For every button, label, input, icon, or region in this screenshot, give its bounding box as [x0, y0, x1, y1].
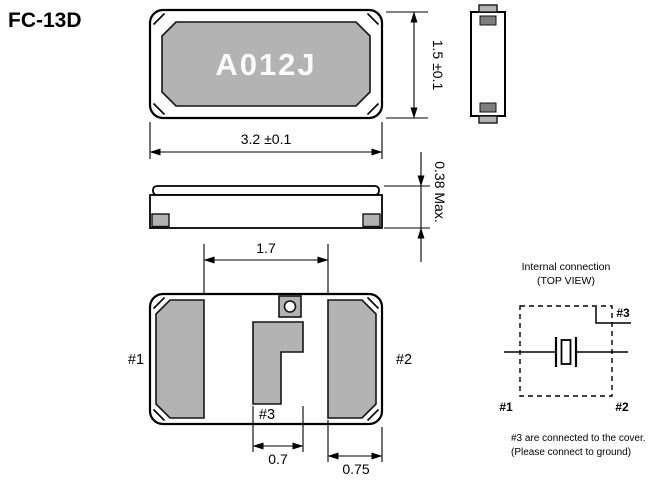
end-view-bottom-terminal	[479, 102, 497, 113]
thickness-dimension: 0.38 Max.	[384, 152, 448, 262]
pin-2-label: #2	[615, 400, 629, 414]
width-dimension-text: 3.2 ±0.1	[241, 131, 292, 147]
end-view-top-terminal	[479, 15, 497, 26]
top-view-corner-seams	[152, 12, 380, 116]
thickness-dimension-text: 0.38 Max.	[432, 161, 448, 222]
end-view-top-tab	[478, 4, 498, 13]
end-pad-width-dimension: 0.75	[327, 420, 383, 477]
corner-seam	[366, 12, 380, 26]
bottom-view: #1 #2 #3	[128, 292, 412, 426]
cover-ground-lead	[595, 307, 631, 324]
height-dimension: 1.5 ±0.1	[386, 11, 446, 119]
pad3-width-dimension: 0.7	[252, 406, 304, 467]
side-view	[149, 185, 383, 229]
pad-2-label: #2	[396, 352, 412, 368]
pad-gap-dimension: 1.7	[203, 240, 329, 294]
mount-circle	[283, 300, 297, 313]
pin-1-label: #1	[499, 400, 513, 414]
pad3-width-dimension-text: 0.7	[268, 451, 288, 467]
product-marking: A012J	[215, 47, 316, 82]
side-view-lid	[152, 185, 380, 196]
pad-3	[252, 321, 304, 405]
crystal-element	[560, 339, 572, 365]
end-view	[470, 4, 506, 124]
end-view-bottom-tab	[478, 115, 498, 124]
top-view: A012J	[148, 8, 384, 120]
bottom-view-corner-seams	[152, 296, 380, 422]
side-view-body	[149, 194, 383, 229]
internal-connection: Internal connection (TOP VIEW) #1 #2 #3	[499, 261, 631, 414]
cover-note-line2: (Please connect to ground)	[511, 447, 631, 458]
metal-lid	[161, 21, 371, 107]
corner-seam	[152, 102, 166, 116]
pad-1	[155, 299, 205, 419]
cover-outline	[519, 305, 613, 397]
internal-connection-subtitle: (TOP VIEW)	[537, 275, 595, 287]
corner-seam	[152, 296, 166, 310]
width-dimension: 3.2 ±0.1	[149, 122, 383, 159]
pin-3-label: #3	[616, 306, 630, 320]
internal-connection-title: Internal connection	[522, 261, 611, 273]
part-number-title: FC-13D	[8, 9, 82, 32]
height-dimension-text: 1.5 ±0.1	[430, 40, 446, 91]
cover-note: #3 are connected to the cover. (Please c…	[511, 433, 646, 458]
cover-note-line1: #3 are connected to the cover.	[511, 433, 646, 444]
corner-seam	[152, 12, 166, 26]
pad-1-label: #1	[128, 352, 144, 368]
corner-seam	[366, 102, 380, 116]
side-view-right-terminal	[362, 213, 381, 228]
end-view-body	[470, 11, 506, 117]
side-view-left-terminal	[151, 213, 170, 228]
corner-seam	[366, 296, 380, 310]
pad-2	[327, 299, 377, 419]
corner-seam	[366, 408, 380, 422]
corner-seam	[152, 408, 166, 422]
pad-3-label: #3	[259, 407, 275, 423]
pad-gap-dimension-text: 1.7	[256, 240, 276, 256]
end-pad-width-dimension-text: 0.75	[342, 461, 369, 477]
